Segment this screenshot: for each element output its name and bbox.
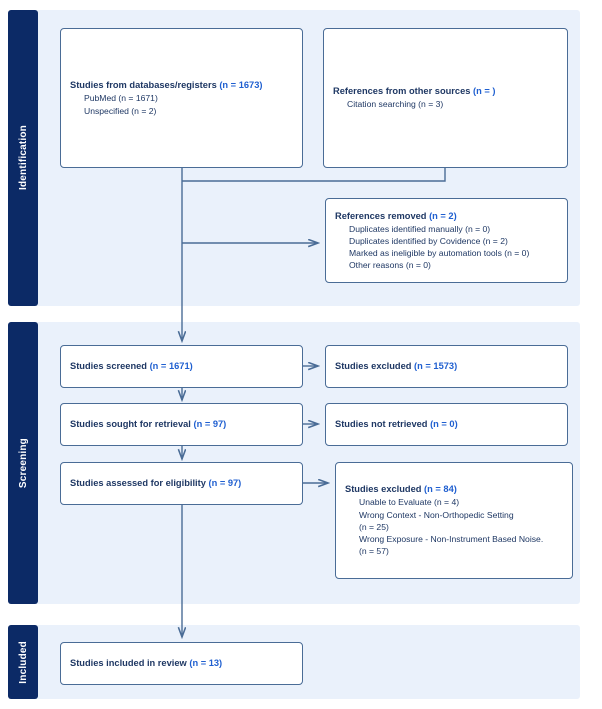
node-studies-assessed-for-eligibility[interactable]: Studies assessed for eligibility (n = 97…	[60, 462, 303, 505]
node-item-list: Citation searching (n = 3)	[333, 98, 558, 110]
node-count: (n = 84)	[424, 484, 457, 495]
list-item: PubMed (n = 1671)	[84, 93, 158, 104]
list-item: Wrong Context - Non-Orthopedic Setting	[359, 509, 514, 520]
node-title-text: Studies not retrieved	[335, 419, 431, 429]
node-title: Studies screened (n = 1671)	[70, 360, 293, 373]
node-item-list: PubMed (n = 1671) Unspecified (n = 2)	[70, 92, 293, 116]
node-count: (n = 1573)	[414, 361, 458, 371]
list-item: Marked as ineligible by automation tools…	[349, 248, 530, 258]
node-title: Studies assessed for eligibility (n = 97…	[70, 477, 293, 490]
node-studies-not-retrieved[interactable]: Studies not retrieved (n = 0)	[325, 403, 568, 446]
stage-label-screening: Screening	[8, 322, 38, 604]
node-references-other-sources[interactable]: References from other sources (n = ) Cit…	[323, 28, 568, 168]
node-item-list: Duplicates identified manually (n = 0) D…	[335, 223, 558, 272]
node-studies-sought-for-retrieval[interactable]: Studies sought for retrieval (n = 97)	[60, 403, 303, 446]
node-studies-included-in-review[interactable]: Studies included in review (n = 13)	[60, 642, 303, 685]
list-item: (n = 25)	[359, 521, 389, 532]
list-item: Unspecified (n = 2)	[84, 105, 157, 116]
stage-label-identification: Identification	[8, 10, 38, 306]
node-studies-excluded-eligibility[interactable]: Studies excluded (n = 84) Unable to Eval…	[335, 462, 573, 579]
node-title: References removed (n = 2)	[335, 210, 558, 223]
node-studies-excluded-screened[interactable]: Studies excluded (n = 1573)	[325, 345, 568, 388]
node-title-text: Studies screened	[70, 361, 150, 371]
node-title-text: Studies excluded	[345, 484, 425, 495]
node-title: Studies excluded (n = 84)	[345, 483, 563, 496]
node-title: References from other sources (n = )	[333, 85, 558, 98]
list-item: Citation searching (n = 3)	[347, 99, 444, 110]
node-title-text: Studies assessed for eligibility	[70, 478, 209, 488]
node-count: (n = 97)	[208, 478, 242, 488]
stage-label-included-text: Included	[17, 640, 29, 684]
stage-label-screening-text: Screening	[17, 437, 29, 489]
node-title-text: Studies from databases/registers	[70, 80, 220, 91]
node-studies-from-databases[interactable]: Studies from databases/registers (n = 16…	[60, 28, 303, 168]
node-title: Studies not retrieved (n = 0)	[335, 418, 558, 431]
node-references-removed[interactable]: References removed (n = 2) Duplicates id…	[325, 198, 568, 283]
node-title-text: References removed	[335, 210, 430, 221]
node-count: (n = 1673)	[219, 80, 263, 91]
node-count: (n = 2)	[429, 210, 457, 221]
list-item: Unable to Evaluate (n = 4)	[359, 497, 460, 508]
list-item: Duplicates identified by Covidence (n = …	[349, 235, 508, 246]
list-item: Duplicates identified manually (n = 0)	[349, 223, 491, 234]
node-count: (n = 97)	[193, 419, 227, 429]
node-title-text: References from other sources	[333, 86, 474, 97]
node-title-text: Studies included in review	[70, 658, 190, 668]
node-count: (n = 13)	[189, 658, 223, 668]
node-title: Studies from databases/registers (n = 16…	[70, 79, 293, 92]
node-studies-screened[interactable]: Studies screened (n = 1671)	[60, 345, 303, 388]
list-item: Wrong Exposure - Non-Instrument Based No…	[359, 534, 544, 545]
node-title: Studies included in review (n = 13)	[70, 657, 293, 670]
stage-label-included: Included	[8, 625, 38, 699]
node-count: (n = 1671)	[149, 361, 193, 371]
node-title: Studies excluded (n = 1573)	[335, 360, 558, 373]
node-count: (n = )	[473, 86, 496, 97]
node-title-text: Studies excluded	[335, 361, 415, 371]
node-item-list: Unable to Evaluate (n = 4) Wrong Context…	[345, 496, 563, 557]
list-item: (n = 57)	[359, 546, 389, 557]
node-title: Studies sought for retrieval (n = 97)	[70, 418, 293, 431]
node-title-text: Studies sought for retrieval	[70, 419, 194, 429]
list-item: Other reasons (n = 0)	[349, 260, 431, 271]
stage-label-identification-text: Identification	[17, 125, 29, 191]
node-count: (n = 0)	[430, 419, 458, 429]
